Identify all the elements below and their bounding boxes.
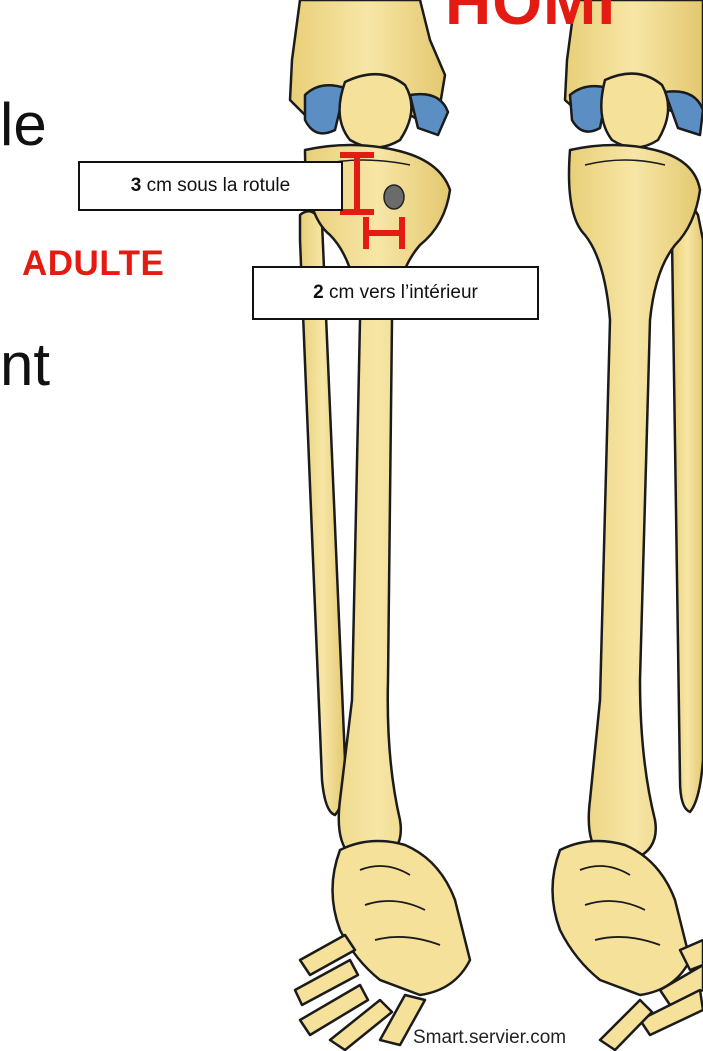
adulte-label: ADULTE bbox=[22, 244, 164, 284]
callout-below-patella: 3 cm sous la rotule bbox=[78, 161, 343, 211]
right-patella bbox=[601, 74, 668, 148]
text-fragment-line1: le bbox=[0, 95, 47, 155]
callout-inward-value: 2 bbox=[313, 282, 324, 304]
left-knee-cartilage-inner bbox=[410, 94, 448, 135]
callout-below-patella-value: 3 bbox=[131, 175, 142, 197]
callout-inward-text: cm vers l’intérieur bbox=[324, 282, 478, 304]
title-fragment-top-right: HOMI bbox=[445, 0, 616, 34]
right-leg bbox=[553, 0, 703, 1050]
left-leg bbox=[290, 0, 470, 1050]
injection-point-marker bbox=[384, 185, 404, 209]
image-credit: Smart.servier.com bbox=[411, 1027, 568, 1049]
right-tarsals bbox=[553, 841, 691, 995]
callout-inward: 2 cm vers l’intérieur bbox=[252, 266, 539, 320]
callout-below-patella-text: cm sous la rotule bbox=[141, 175, 290, 197]
right-fibula bbox=[672, 206, 703, 812]
text-fragment-line2: nt bbox=[0, 335, 50, 395]
left-patella bbox=[340, 74, 412, 147]
